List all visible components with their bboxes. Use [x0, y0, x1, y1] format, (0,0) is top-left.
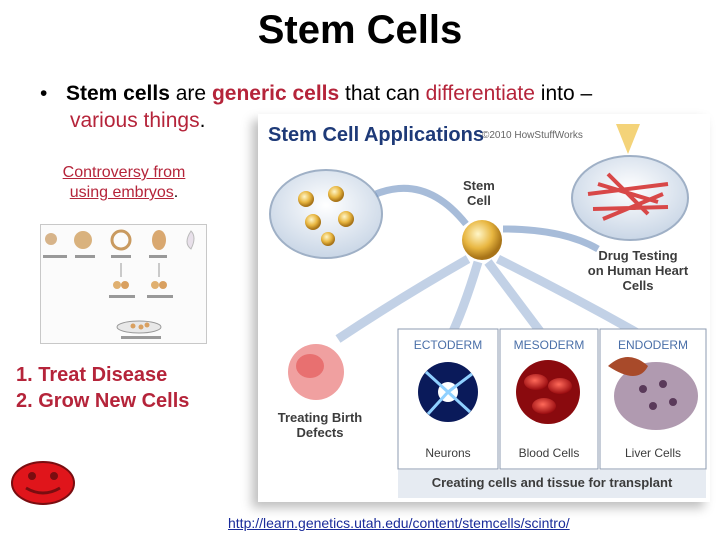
controversy-link[interactable]: Controversy from using embryos. — [30, 163, 218, 203]
endoderm-label: ENDODERM — [617, 338, 688, 352]
figure-copyright: ©2010 HowStuffWorks — [482, 130, 583, 141]
differentiate-term: differentiate — [425, 82, 535, 105]
stem-cell-label: Stem Cell — [463, 178, 495, 208]
mesoderm-label: MESODERM — [513, 338, 585, 352]
generic-cells-term: generic cells — [211, 82, 340, 105]
treating-birth-defects-label: Treating Birth Defects — [272, 410, 368, 440]
bullet-dot: • — [40, 82, 48, 105]
slide-title: Stem Cells — [257, 8, 463, 52]
controversy-line2[interactable]: using embryos — [69, 184, 174, 201]
bullet-are: are — [169, 82, 212, 105]
drug-testing-line: Drug Testing — [598, 248, 678, 263]
stem-cell-applications-figure: Stem Cell Applications ©2010 HowStuffWor… — [258, 114, 710, 502]
source-link[interactable]: http://learn.genetics.utah.edu/content/s… — [228, 515, 570, 531]
controversy-line1[interactable]: Controversy from — [62, 164, 186, 181]
bullet-text: • Stem cells are generic cells that can d… — [40, 80, 700, 134]
drug-testing-line: on Human Heart — [587, 263, 689, 278]
neurons-label: Neurons — [425, 446, 471, 460]
figure-footer: Creating cells and tissue for transplant — [431, 475, 673, 490]
bullet-period: . — [199, 109, 206, 132]
smiley-face-icon — [10, 460, 76, 506]
figure-heading: Stem Cell Applications — [268, 124, 484, 146]
various-things-term: various things — [70, 109, 200, 132]
liver-cells-label: Liver Cells — [624, 446, 681, 460]
drug-testing-label: Drug Testing on Human Heart Cells — [578, 248, 698, 293]
embryo-diagram-thumbnail — [40, 224, 207, 344]
treating-line: Treating Birth — [277, 410, 363, 425]
ectoderm-label: ECTODERM — [413, 338, 483, 352]
use-item: 1. Treat Disease — [16, 364, 168, 386]
controversy-period: . — [173, 184, 179, 201]
stem-cell-label-line: Stem — [463, 178, 495, 193]
blood-cells-label: Blood Cells — [518, 446, 580, 460]
stem-cells-term: Stem cells — [66, 82, 170, 105]
treating-line: Defects — [296, 425, 344, 440]
drug-testing-line: Cells — [622, 278, 654, 293]
stem-cell-label-line: Cell — [466, 193, 491, 208]
bullet-into: into – — [534, 82, 593, 105]
bullet-that-can: that can — [339, 82, 426, 105]
use-item: 2. Grow New Cells — [16, 390, 190, 412]
uses-list: 1. Treat Disease 2. Grow New Cells — [16, 362, 189, 414]
